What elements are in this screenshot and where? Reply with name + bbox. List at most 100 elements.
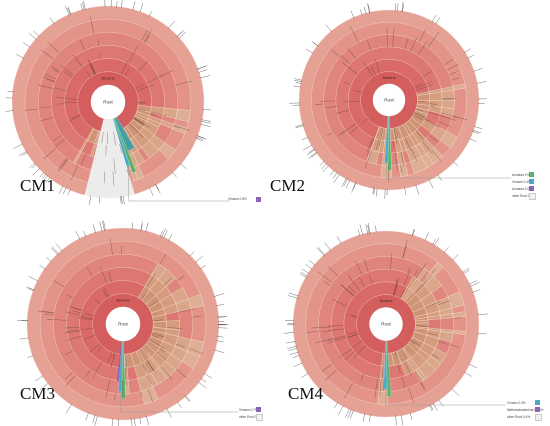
taxon-label-mark bbox=[394, 152, 398, 173]
taxon-label-mark bbox=[431, 149, 442, 162]
taxon-label-mark bbox=[90, 64, 96, 75]
outer-label-tick bbox=[307, 151, 318, 159]
legend-leader-line bbox=[120, 391, 238, 413]
taxon-label-mark bbox=[415, 84, 434, 91]
taxon-label-mark bbox=[340, 55, 351, 65]
outer-label-tick bbox=[311, 152, 318, 158]
outer-label-tick bbox=[401, 1, 404, 12]
taxon-label-mark bbox=[345, 313, 358, 318]
outer-label-tick bbox=[308, 260, 316, 266]
wedge-phylum bbox=[125, 380, 130, 394]
taxon-label-mark bbox=[410, 339, 420, 346]
outer-label-tick bbox=[180, 163, 187, 170]
outer-label-tick bbox=[177, 401, 182, 408]
outer-label-tick bbox=[27, 355, 34, 358]
outer-label-tick bbox=[476, 81, 487, 84]
taxon-label-mark bbox=[40, 310, 55, 314]
outer-label-tick bbox=[301, 373, 309, 378]
taxon-label-mark bbox=[175, 80, 192, 86]
outer-label-tick bbox=[75, 231, 81, 240]
outer-label-tick bbox=[365, 224, 369, 234]
taxon-label-mark bbox=[450, 344, 459, 348]
taxon-label-mark bbox=[414, 83, 422, 88]
taxon-label-mark bbox=[101, 132, 104, 144]
outer-label-tick bbox=[363, 6, 367, 15]
taxon-label-mark bbox=[72, 310, 81, 314]
outer-label-tick bbox=[198, 381, 207, 389]
outer-label-tick bbox=[62, 187, 67, 195]
taxon-label-mark bbox=[188, 347, 204, 354]
taxon-label-mark bbox=[410, 37, 418, 52]
outer-label-tick bbox=[469, 282, 480, 287]
taxon-label-mark bbox=[355, 260, 363, 275]
taxon-label-mark bbox=[46, 78, 56, 83]
taxon-label-mark bbox=[47, 41, 59, 53]
outer-label-tick bbox=[293, 355, 300, 358]
outer-label-tick bbox=[195, 137, 203, 142]
taxon-label-mark bbox=[53, 134, 63, 141]
taxon-label-mark bbox=[37, 84, 54, 89]
outer-label-tick bbox=[139, 417, 142, 424]
outer-label-tick bbox=[293, 362, 303, 368]
taxon-label-mark bbox=[363, 62, 374, 77]
taxon-label-mark bbox=[89, 343, 101, 353]
outer-label-tick bbox=[103, 220, 106, 231]
taxon-label-mark bbox=[143, 29, 152, 43]
taxon-label-mark bbox=[386, 27, 388, 47]
legend-text: Viruses 0.4% bbox=[512, 180, 531, 184]
wedge-phylum bbox=[377, 390, 388, 405]
taxon-label-mark bbox=[51, 66, 61, 73]
outer-label-tick bbox=[83, 230, 87, 237]
taxon-label-mark bbox=[91, 64, 96, 75]
outer-label-tick bbox=[16, 54, 24, 59]
taxon-label-mark bbox=[124, 68, 130, 77]
outer-label-tick bbox=[217, 316, 227, 318]
taxon-label-mark bbox=[105, 379, 111, 399]
outer-label-tick bbox=[477, 313, 489, 316]
taxon-label-mark bbox=[108, 272, 112, 283]
outer-label-tick bbox=[139, 3, 144, 13]
outer-label-tick bbox=[350, 10, 355, 19]
outer-label-tick bbox=[200, 264, 207, 270]
taxon-label-mark bbox=[314, 103, 324, 105]
outer-label-tick bbox=[375, 225, 377, 233]
taxon-label-mark bbox=[103, 171, 105, 184]
outer-label-tick bbox=[92, 224, 96, 234]
taxon-label-mark bbox=[364, 150, 372, 169]
taxon-label-mark bbox=[159, 347, 166, 353]
outer-label-tick bbox=[283, 332, 295, 334]
outer-label-tick bbox=[359, 9, 363, 16]
outer-label-tick bbox=[83, 0, 86, 10]
outer-label-tick bbox=[196, 135, 207, 140]
taxon-label-mark bbox=[390, 253, 393, 270]
outer-label-tick bbox=[316, 389, 322, 394]
legend-swatch bbox=[529, 193, 536, 200]
taxon-label-mark bbox=[89, 16, 95, 34]
taxon-label-mark bbox=[429, 105, 436, 107]
outer-label-tick bbox=[65, 403, 73, 414]
taxon-label-mark bbox=[73, 54, 83, 68]
taxon-label-mark bbox=[415, 81, 432, 89]
outer-label-tick bbox=[477, 332, 487, 335]
legend-swatch bbox=[256, 197, 261, 202]
taxon-label-mark bbox=[86, 267, 93, 277]
taxon-label-mark bbox=[97, 346, 103, 352]
taxon-label-mark bbox=[160, 366, 173, 380]
taxon-label-mark bbox=[366, 39, 372, 51]
outer-label-tick bbox=[367, 3, 370, 14]
taxon-label-mark bbox=[449, 71, 458, 76]
taxon-label-mark bbox=[335, 109, 350, 114]
taxon-label-mark bbox=[374, 390, 377, 398]
outer-label-tick bbox=[195, 255, 203, 263]
taxon-label-mark bbox=[414, 112, 425, 118]
outer-label-tick bbox=[289, 351, 299, 356]
taxon-label-mark bbox=[326, 132, 333, 136]
taxon-label-mark bbox=[397, 364, 401, 374]
taxon-label-mark bbox=[379, 378, 382, 396]
outer-label-tick bbox=[120, 196, 122, 204]
taxon-label-mark bbox=[415, 325, 430, 327]
